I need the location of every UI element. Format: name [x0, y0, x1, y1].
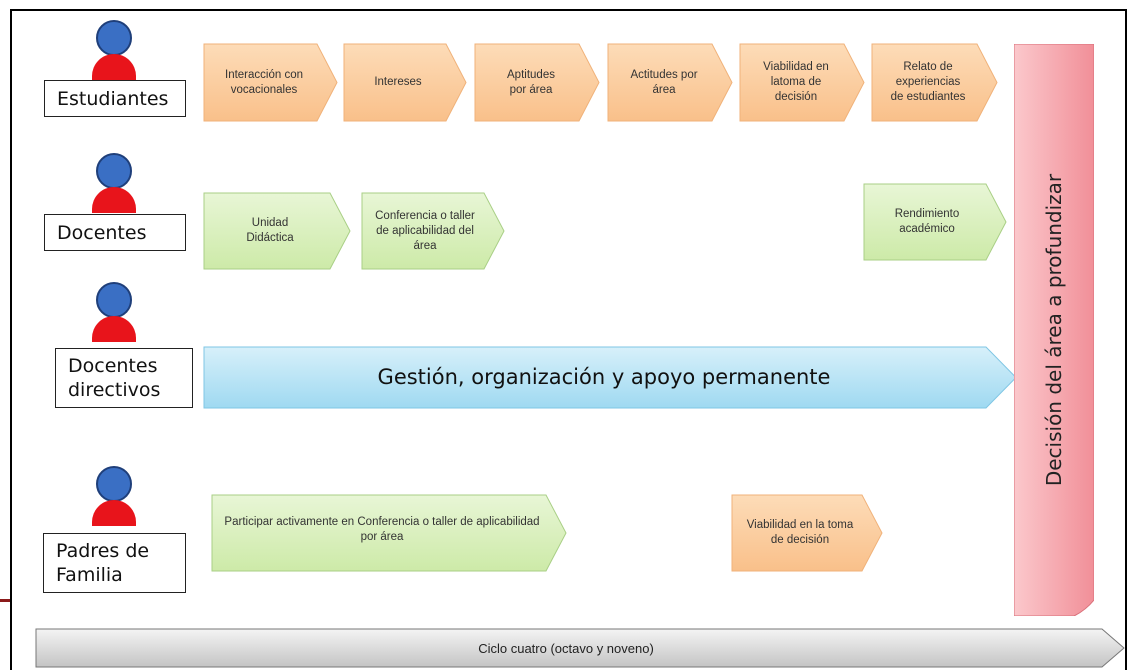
step-label: Participar activamente en Conferencia o … [224, 516, 540, 543]
role-docentes: Docentes [44, 214, 186, 251]
step-gestion: Gestión, organización y apoyo permanente [203, 346, 1017, 409]
role-estudiantes: Estudiantes [44, 80, 186, 117]
page-marker [0, 599, 10, 602]
step-label: Aptitudes por área [507, 68, 555, 96]
step-relato: Relato de experiencias de estudiantes [871, 43, 998, 122]
step-interaccion: Interacción con vocacionales [203, 43, 338, 122]
step-label: Conferencia o taller de aplicabilidad de… [375, 209, 475, 252]
person-icon [88, 466, 140, 526]
step-label: Interacción con vocacionales [225, 68, 303, 96]
diagram-frame [10, 9, 1127, 670]
step-intereses: Intereses [343, 43, 467, 122]
cycle-bar: Ciclo cuatro (octavo y noveno) [35, 628, 1125, 668]
step-viabilidad: Viabilidad en latoma de decisión [739, 43, 865, 122]
step-aptitudes: Aptitudes por área [474, 43, 600, 122]
step-conferencia: Conferencia o taller de aplicabilidad de… [361, 192, 505, 270]
step-viabilidad-padres: Viabilidad en la toma de decisión [731, 494, 883, 572]
step-label: Gestión, organización y apoyo permanente [377, 365, 831, 389]
step-unidad-didactica: Unidad Didáctica [203, 192, 351, 270]
step-participar: Participar activamente en Conferencia o … [211, 494, 567, 572]
person-icon [88, 282, 140, 342]
step-label: Rendimiento académico [894, 208, 960, 235]
step-label: Actitudes por área [630, 68, 698, 96]
step-label: Viabilidad en la toma de decisión [746, 519, 854, 546]
step-label: Viabilidad en latoma de decisión [763, 61, 829, 103]
person-icon [88, 153, 140, 213]
decision-label: Decisión del área a profundizar [1042, 173, 1067, 487]
step-rendimiento: Rendimiento académico [863, 183, 1007, 261]
step-label: Unidad Didáctica [246, 217, 294, 244]
person-icon [88, 20, 140, 80]
step-label: Relato de experiencias de estudiantes [890, 61, 966, 103]
step-actitudes: Actitudes por área [607, 43, 733, 122]
step-label: Intereses [374, 76, 422, 88]
decision-box: Decisión del área a profundizar [1013, 43, 1095, 617]
cycle-label: Ciclo cuatro (octavo y noveno) [478, 640, 654, 656]
chevron-shape [203, 43, 338, 122]
